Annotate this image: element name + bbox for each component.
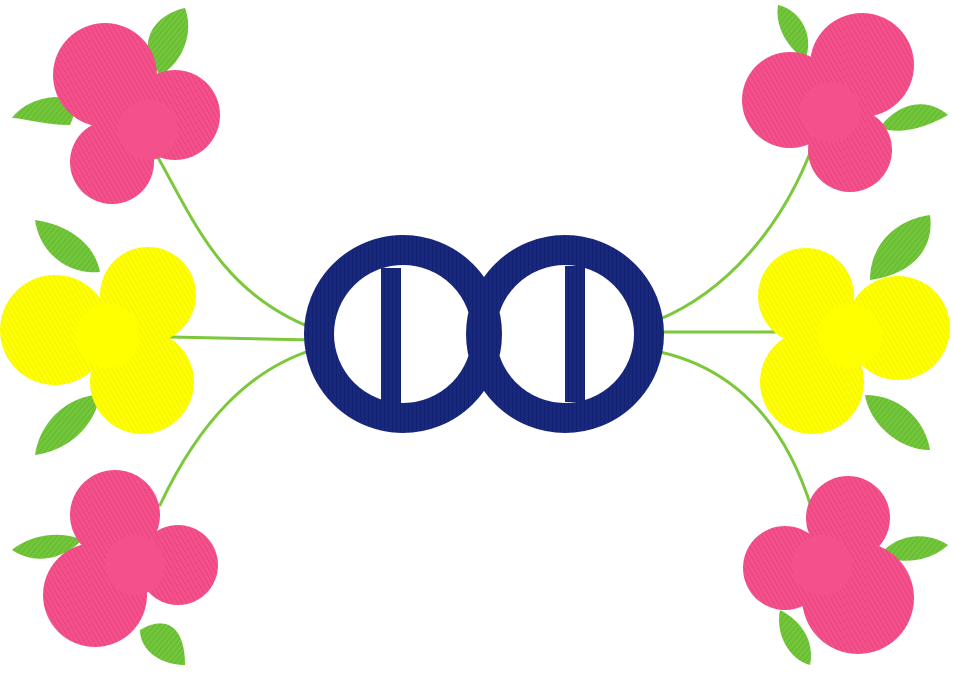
flower-top-left xyxy=(12,8,220,204)
flower-middle-right xyxy=(758,215,950,450)
petal xyxy=(0,275,110,385)
leaf-icon xyxy=(870,215,931,280)
monogram-bar-right xyxy=(565,266,585,402)
petal xyxy=(53,23,157,127)
leaf-icon xyxy=(865,395,930,450)
leaf-icon xyxy=(35,395,100,455)
leaf-icon xyxy=(147,8,189,75)
leaf-icon xyxy=(880,104,948,131)
flower-middle-left xyxy=(0,220,196,455)
stem-top-right xyxy=(656,123,822,322)
monogram-right-ring xyxy=(466,235,664,433)
stem-bottom-right xyxy=(658,350,817,522)
monogram-left-ring xyxy=(304,235,502,433)
leaf-icon xyxy=(777,5,809,60)
leaf-icon xyxy=(35,220,100,273)
flower-top-right xyxy=(742,5,948,192)
petal xyxy=(105,535,165,595)
stems xyxy=(146,123,822,522)
petal xyxy=(818,304,882,368)
flower-bottom-left xyxy=(12,470,218,665)
monogram-bar-left xyxy=(381,268,401,404)
leaf-icon xyxy=(140,623,185,665)
leaf-icon xyxy=(779,610,811,665)
monogram-rings-icon xyxy=(304,235,664,433)
stem-top-left xyxy=(146,138,314,330)
petal xyxy=(118,100,178,160)
petal xyxy=(792,535,852,595)
stem-bottom-left xyxy=(158,348,314,507)
petal xyxy=(76,304,140,368)
leaf-icon xyxy=(12,534,82,559)
stem-middle-left xyxy=(168,335,314,342)
petal xyxy=(800,82,860,142)
flower-bottom-right xyxy=(743,476,948,665)
petal xyxy=(138,525,218,605)
leaf-icon xyxy=(880,536,948,561)
